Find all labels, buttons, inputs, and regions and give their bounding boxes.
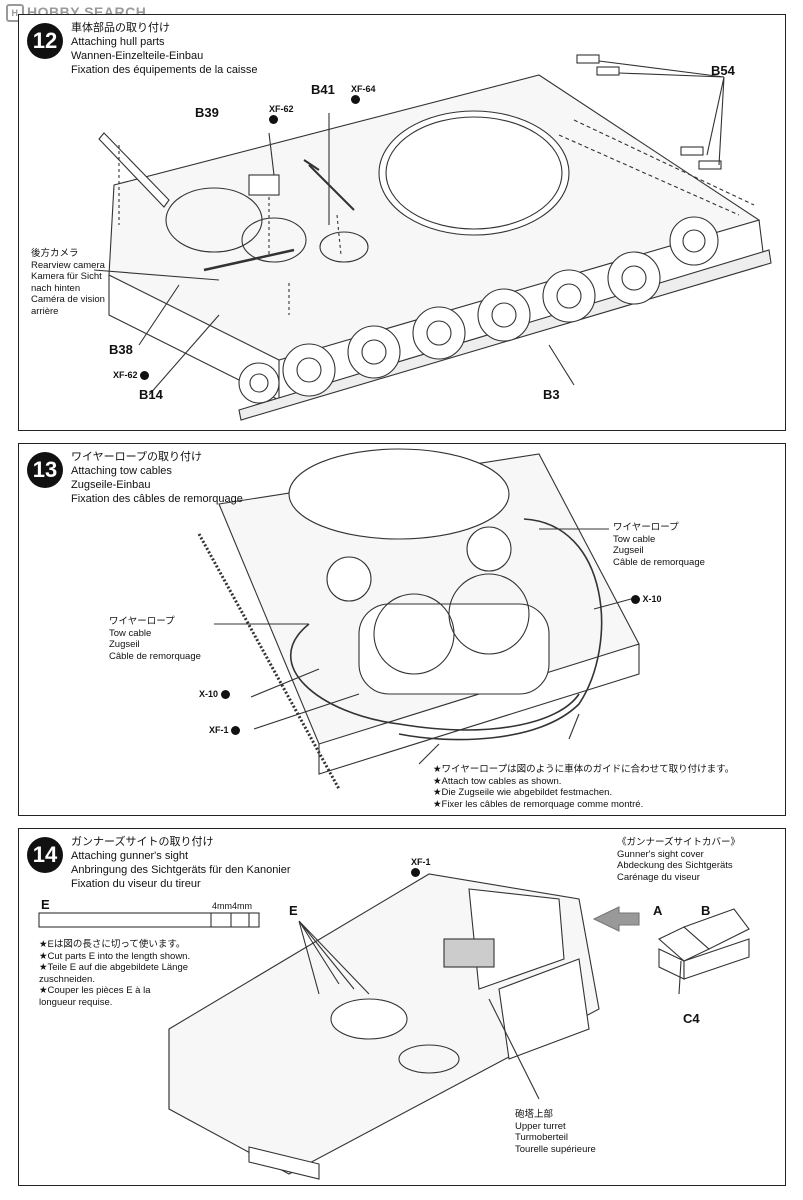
cover-en: Gunner's sight cover [617, 848, 704, 860]
paint-x10-right: X-10 [631, 594, 662, 605]
cable-de: Zugseil [613, 545, 644, 556]
paint-xf62-left: XF-62 [113, 370, 150, 381]
title-en: Attaching gunner's sight [71, 850, 189, 862]
step-number: 12 [27, 23, 63, 59]
note-en: ★Attach tow cables as shown. [433, 775, 562, 787]
part-label-c4: C4 [683, 1011, 700, 1026]
part-label-b14: B14 [139, 387, 163, 402]
paint-dot-icon [140, 371, 150, 381]
paint-code: XF-62 [113, 370, 138, 380]
note-fr-1: ★Couper les pièces E à la [39, 985, 151, 996]
rear-hull-drawing [197, 448, 640, 790]
turret-fr: Tourelle supérieure [515, 1143, 596, 1155]
part-label-b3: B3 [543, 387, 560, 402]
camera-jp: 後方カメラ [31, 248, 79, 259]
note-fr: ★Fixer les câbles de remorquage comme mo… [433, 798, 644, 810]
camera-fr-1: Caméra de vision [31, 294, 105, 305]
note-de-2: zuschneiden. [39, 973, 95, 985]
camera-de-2: nach hinten [31, 282, 81, 294]
paint-dot-icon [220, 690, 230, 700]
tow-cable-callout-right: ワイヤーロープ Tow cable Zugseil Câble de remor… [613, 522, 705, 568]
paint-xf1: XF-1 [411, 857, 431, 878]
title-jp: 車体部品の取り付け [71, 22, 170, 34]
step-number: 14 [27, 837, 63, 873]
camera-de-1: Kamera für Sicht [31, 271, 102, 282]
title-de: Wannen-Einzelteile-Einbau [71, 50, 204, 62]
camera-en: Rearview camera [31, 259, 105, 271]
paint-code: X-10 [642, 594, 662, 604]
cable-de: Zugseil [109, 639, 140, 650]
paint-xf1: XF-1 [209, 725, 241, 736]
note-fr-2: longueur requise. [39, 996, 113, 1008]
note-jp: ★Eは図の長さに切って使います。 [39, 939, 186, 950]
tow-cable-notes: ★ワイヤーロープは図のように車体のガイドに合わせて取り付けます。 ★Attach… [433, 764, 734, 810]
e-dim-2: 4mm [232, 901, 252, 911]
step-title: 車体部品の取り付け Attaching hull parts Wannen-Ei… [71, 21, 258, 77]
turret-drawing [38, 873, 750, 1180]
turret-jp: 砲塔上部 [515, 1109, 554, 1120]
part-label-b38: B38 [109, 342, 133, 357]
camera-fr-2: arrière [31, 305, 59, 317]
e-dim-1: 4mm [212, 901, 232, 911]
title-de: Zugseile-Einbau [71, 479, 151, 491]
step-14-panel: 14 ガンナーズサイトの取り付け Attaching gunner's sigh… [18, 828, 786, 1186]
note-de: ★Die Zugseile wie abgebildet festmachen. [433, 787, 613, 798]
paint-code: XF-62 [269, 104, 294, 114]
paint-code: XF-64 [351, 84, 376, 94]
part-label-b54: B54 [711, 63, 735, 78]
part-label-b39: B39 [195, 105, 219, 120]
title-fr: Fixation des équipements de la caisse [71, 64, 258, 76]
cable-en: Tow cable [613, 533, 656, 545]
paint-x10-left: X-10 [199, 689, 230, 700]
paint-xf62-top: XF-62 [269, 104, 294, 125]
title-fr: Fixation du viseur du tireur [71, 878, 201, 890]
part-label-e: E [41, 897, 50, 912]
cover-fr: Carénage du viseur [617, 871, 700, 883]
title-jp: ガンナーズサイトの取り付け [71, 836, 214, 848]
paint-code: XF-1 [209, 725, 229, 735]
camera-callout: 後方カメラ Rearview camera Kamera für Sicht n… [31, 248, 105, 317]
note-de-1: ★Teile E auf die abgebildete Länge [39, 962, 189, 973]
sight-cover-caption: 《ガンナーズサイトカバー》 Gunner's sight cover Abdec… [617, 837, 740, 883]
tow-cable-callout-left: ワイヤーロープ Tow cable Zugseil Câble de remor… [109, 616, 201, 662]
paint-code: XF-1 [411, 857, 431, 867]
upper-turret-callout: 砲塔上部 Upper turret Turmoberteil Tourelle … [515, 1109, 596, 1155]
cover-jp: 《ガンナーズサイトカバー》 [617, 837, 741, 848]
title-de: Anbringung des Sichtgeräts für den Kanon… [71, 864, 291, 876]
cable-fr: Câble de remorquage [109, 650, 201, 662]
note-jp: ★ワイヤーロープは図のように車体のガイドに合わせて取り付けます。 [433, 764, 735, 775]
step-title: ワイヤーロープの取り付け Attaching tow cables Zugsei… [71, 450, 243, 506]
step-number: 13 [27, 452, 63, 488]
cable-jp: ワイヤーロープ [613, 522, 679, 533]
title-en: Attaching hull parts [71, 36, 165, 48]
hull-drawing [93, 54, 772, 421]
part-label-e-pointer: E [289, 903, 298, 918]
step-title: ガンナーズサイトの取り付け Attaching gunner's sight A… [71, 835, 291, 891]
title-fr: Fixation des câbles de remorquage [71, 493, 243, 505]
cable-fr: Câble de remorquage [613, 556, 705, 568]
turret-de: Turmoberteil [515, 1132, 568, 1143]
paint-dot-icon [269, 115, 278, 125]
part-label-b: B [701, 903, 711, 918]
cable-en: Tow cable [109, 627, 152, 639]
part-label-a: A [653, 903, 663, 918]
paint-dot-icon [631, 595, 640, 605]
note-en: ★Cut parts E into the length shown. [39, 950, 191, 962]
paint-dot-icon [411, 868, 420, 878]
title-en: Attaching tow cables [71, 465, 172, 477]
paint-dot-icon [231, 726, 241, 736]
paint-xf64: XF-64 [351, 84, 376, 105]
e-cut-notes: ★Eは図の長さに切って使います。 ★Cut parts E into the l… [39, 939, 190, 1008]
watermark-icon: H [6, 4, 24, 23]
step-12-panel: 12 車体部品の取り付け Attaching hull parts Wannen… [18, 14, 786, 431]
paint-code: X-10 [199, 689, 219, 699]
part-label-b41: B41 [311, 82, 335, 97]
title-jp: ワイヤーロープの取り付け [71, 451, 203, 463]
step-13-panel: 13 ワイヤーロープの取り付け Attaching tow cables Zug… [18, 443, 786, 816]
turret-en: Upper turret [515, 1120, 566, 1132]
cover-de: Abdeckung des Sichtgeräts [617, 860, 733, 871]
cable-jp: ワイヤーロープ [109, 616, 175, 627]
paint-dot-icon [351, 95, 360, 105]
